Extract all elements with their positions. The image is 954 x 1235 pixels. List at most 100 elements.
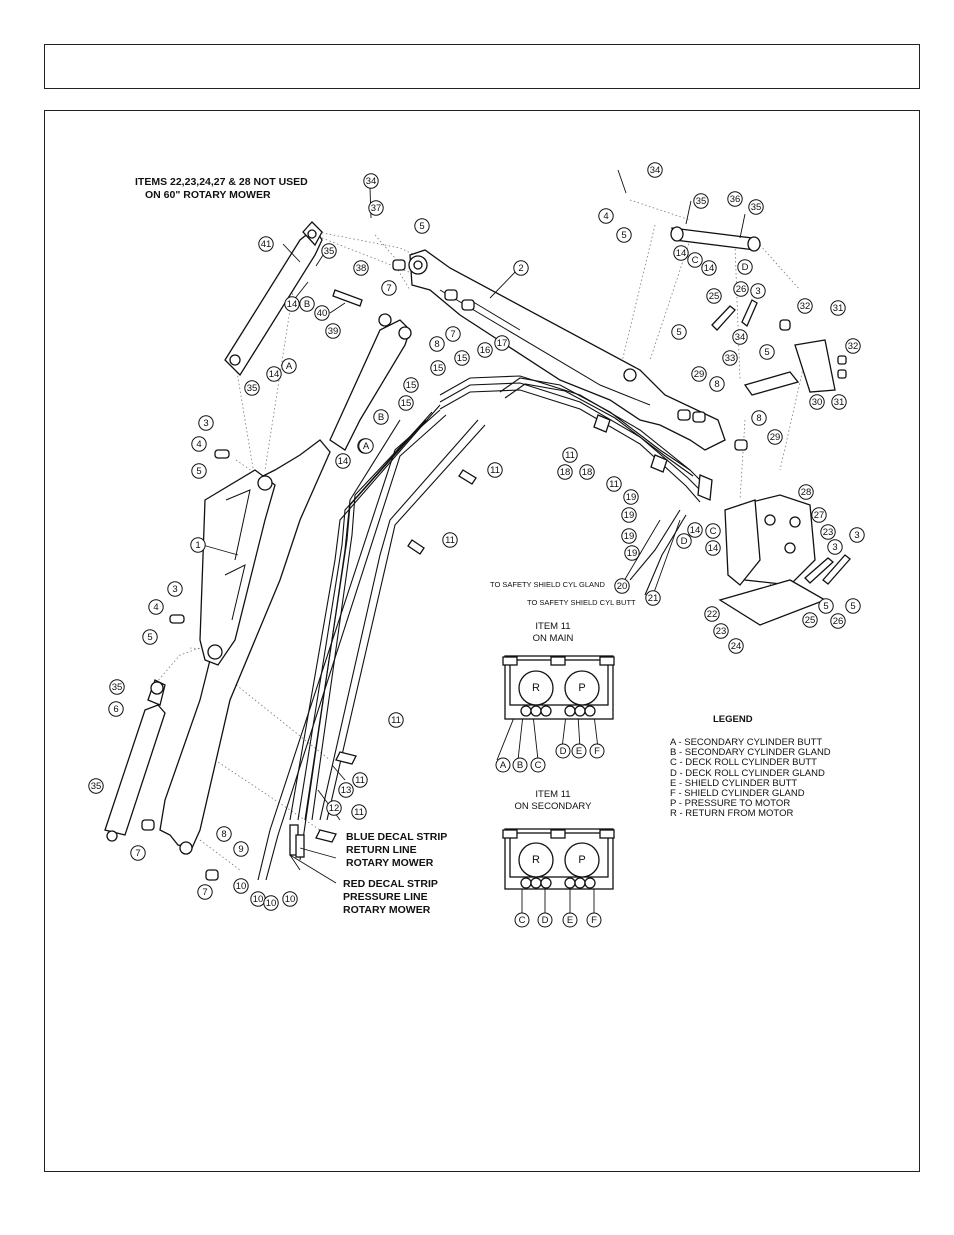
svg-text:35: 35 <box>91 781 102 792</box>
callout-14: 14 <box>335 453 351 469</box>
svg-text:5: 5 <box>419 221 424 232</box>
callout-32: 32 <box>845 338 861 354</box>
callout-25: 25 <box>706 288 722 304</box>
callout-18: 18 <box>557 464 573 480</box>
svg-text:11: 11 <box>355 775 365 786</box>
svg-text:29: 29 <box>770 432 781 443</box>
svg-text:33: 33 <box>725 353 736 364</box>
callout-26: 26 <box>830 613 846 629</box>
svg-text:10: 10 <box>266 898 277 909</box>
callout-7: 7 <box>381 280 397 296</box>
item11-main-detail: ITEM 11 ON MAIN R P <box>502 621 615 720</box>
svg-text:5: 5 <box>764 347 769 358</box>
callout-14: 14 <box>705 540 721 556</box>
svg-text:26: 26 <box>736 284 747 295</box>
svg-text:14: 14 <box>708 543 719 554</box>
callout-38: 38 <box>353 260 369 276</box>
svg-text:13: 13 <box>341 785 352 796</box>
svg-text:D: D <box>560 746 567 757</box>
callout-15: 15 <box>398 395 414 411</box>
callout-18: 18 <box>579 464 595 480</box>
callout-9: 9 <box>233 841 249 857</box>
svg-text:35: 35 <box>324 246 335 257</box>
svg-text:3: 3 <box>755 286 760 297</box>
svg-text:11: 11 <box>565 450 575 461</box>
svg-text:7: 7 <box>386 283 391 294</box>
svg-text:39: 39 <box>328 326 339 337</box>
callout-40: 40 <box>314 305 330 321</box>
guide-lines <box>149 199 806 871</box>
callout-41: 41 <box>258 236 274 252</box>
svg-text:3: 3 <box>832 542 837 553</box>
notes: ITEMS 22,23,24,27 & 28 NOT USED ON 60" R… <box>135 176 636 916</box>
svg-text:8: 8 <box>714 379 719 390</box>
svg-text:B: B <box>378 412 384 423</box>
svg-text:F: F <box>594 746 600 757</box>
svg-text:29: 29 <box>694 369 705 380</box>
svg-text:A: A <box>500 760 507 771</box>
callout-10: 10 <box>282 891 298 907</box>
svg-text:15: 15 <box>457 353 468 364</box>
svg-text:18: 18 <box>582 467 593 478</box>
callout-20: 20 <box>614 578 630 594</box>
svg-text:24: 24 <box>731 641 742 652</box>
item11-secondary-subtitle: ON SECONDARY <box>515 801 593 812</box>
svg-text:11: 11 <box>609 479 619 490</box>
main-port-p: P <box>578 682 585 694</box>
svg-text:7: 7 <box>135 848 140 859</box>
callout-5: 5 <box>616 227 632 243</box>
svg-text:40: 40 <box>317 308 328 319</box>
svg-text:10: 10 <box>236 881 247 892</box>
svg-text:19: 19 <box>626 492 637 503</box>
callout-28: 28 <box>798 484 814 500</box>
svg-text:7: 7 <box>202 887 207 898</box>
svg-text:22: 22 <box>707 609 718 620</box>
svg-text:28: 28 <box>801 487 812 498</box>
svg-text:25: 25 <box>805 615 816 626</box>
callout-13: 13 <box>338 782 354 798</box>
svg-text:10: 10 <box>253 894 264 905</box>
svg-text:19: 19 <box>627 548 638 559</box>
svg-text:C: C <box>519 915 526 926</box>
diagram-frame <box>44 110 920 1172</box>
svg-text:14: 14 <box>704 263 715 274</box>
svg-text:3: 3 <box>203 418 208 429</box>
callout-11: 11 <box>487 462 503 478</box>
svg-text:19: 19 <box>624 510 635 521</box>
svg-text:5: 5 <box>850 601 855 612</box>
callout-23: 23 <box>820 524 836 540</box>
svg-text:31: 31 <box>833 303 844 314</box>
legend-entry: D - DECK ROLL CYLINDER GLAND <box>670 768 825 779</box>
svg-text:1: 1 <box>195 540 200 551</box>
svg-text:4: 4 <box>603 211 608 222</box>
svg-text:5: 5 <box>196 466 201 477</box>
callout-D: D <box>737 259 753 275</box>
svg-text:2: 2 <box>518 263 523 274</box>
main-port-callout-c: C <box>530 757 546 773</box>
callout-8: 8 <box>709 376 725 392</box>
callout-4: 4 <box>191 436 207 452</box>
legend-entry: E - SHIELD CYLINDER BUTT <box>670 778 797 789</box>
callout-34: 34 <box>363 173 379 189</box>
svg-text:14: 14 <box>690 525 701 536</box>
svg-text:D: D <box>742 262 749 273</box>
svg-text:23: 23 <box>716 626 727 637</box>
callout-27: 27 <box>811 507 827 523</box>
callout-14: 14 <box>266 366 282 382</box>
svg-text:8: 8 <box>434 339 439 350</box>
note-red-1: RED DECAL STRIP <box>343 878 438 890</box>
svg-text:4: 4 <box>153 602 158 613</box>
legend-entry: A - SECONDARY CYLINDER BUTT <box>670 737 822 748</box>
svg-text:23: 23 <box>823 527 834 538</box>
callout-29: 29 <box>691 366 707 382</box>
callout-5: 5 <box>759 344 775 360</box>
svg-text:11: 11 <box>445 535 455 546</box>
callout-16: 16 <box>477 342 493 358</box>
svg-text:5: 5 <box>621 230 626 241</box>
callout-A: A <box>281 358 297 374</box>
svg-text:5: 5 <box>147 632 152 643</box>
note-not-used-2: ON 60" ROTARY MOWER <box>145 189 271 201</box>
svg-text:11: 11 <box>391 715 401 726</box>
callout-4: 4 <box>148 599 164 615</box>
